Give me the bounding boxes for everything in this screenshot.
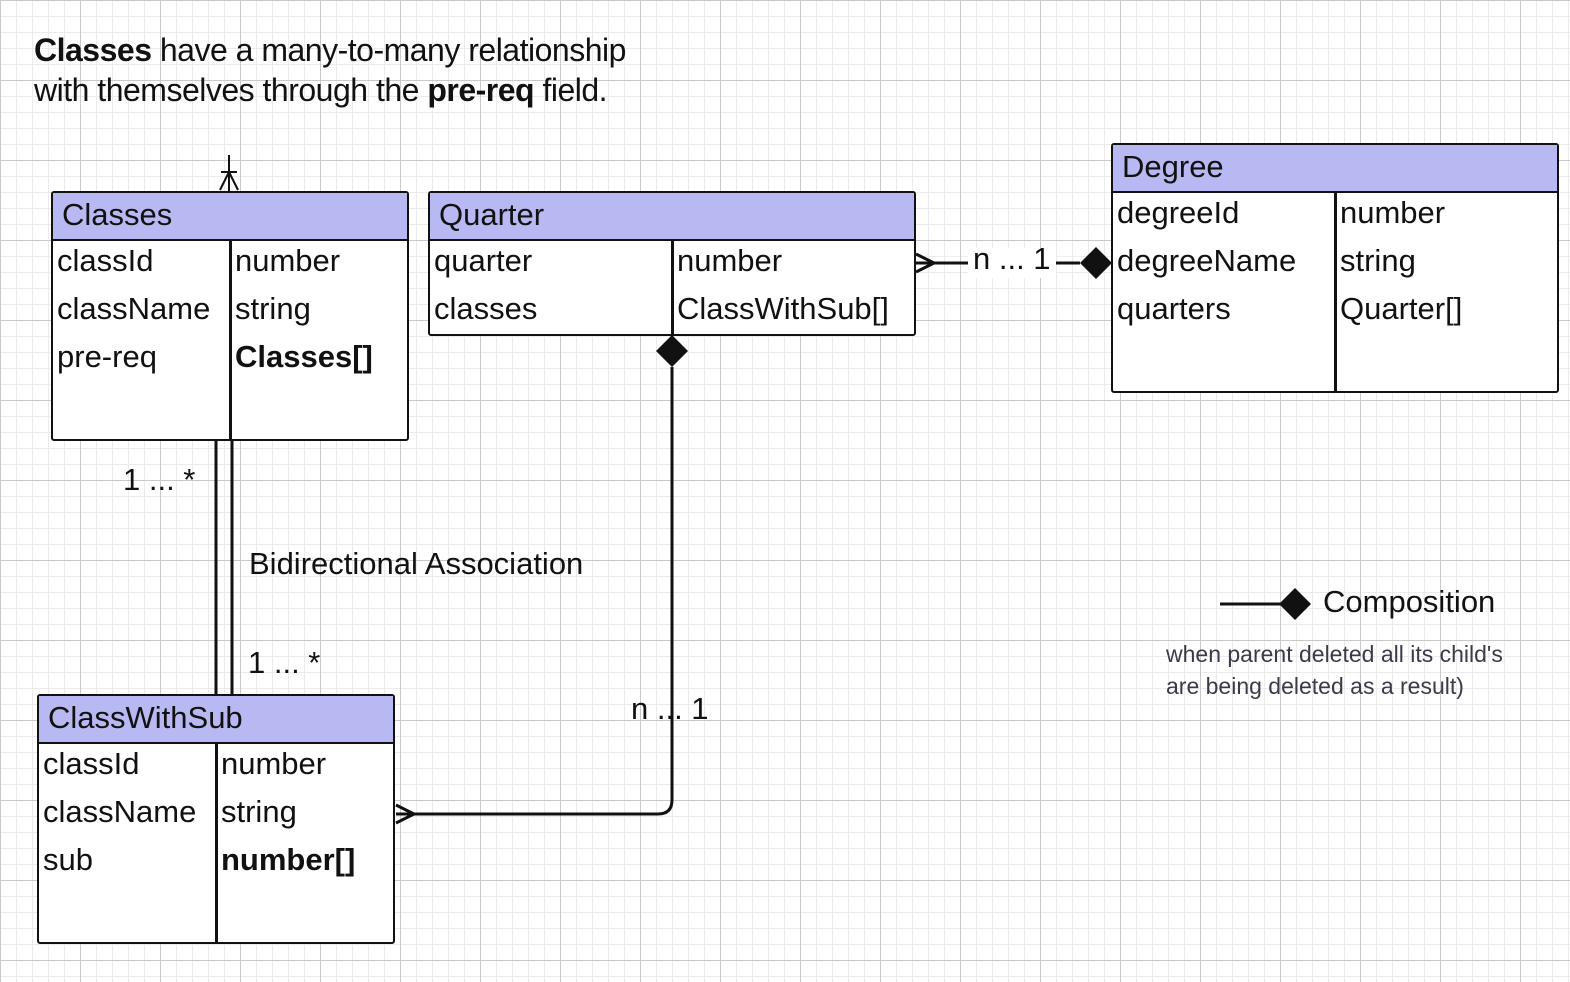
field-name: sub	[43, 842, 93, 877]
entity-title[interactable]: Classes	[53, 193, 407, 241]
field-type: number	[677, 243, 783, 278]
field-type: Classes[]	[235, 339, 373, 374]
multiplicity-classwithsub-top: 1 ... *	[248, 645, 321, 680]
entity-quarter[interactable]: Quarter quarter number classes ClassWith…	[428, 191, 916, 336]
field-row[interactable]: sub number[]	[39, 840, 393, 888]
column-divider	[215, 744, 218, 942]
field-row[interactable]: degreeName string	[1113, 241, 1557, 289]
entity-title[interactable]: Degree	[1113, 145, 1557, 193]
column-divider	[229, 241, 232, 439]
field-name: quarter	[434, 243, 533, 278]
field-type: string	[1340, 243, 1416, 278]
entity-body: degreeId number degreeName string quarte…	[1113, 193, 1557, 391]
field-name: degreeName	[1117, 243, 1297, 278]
entity-body: classId number className string pre-req …	[53, 241, 407, 439]
entity-classwithsub[interactable]: ClassWithSub classId number className st…	[37, 694, 395, 944]
field-type: number[]	[221, 842, 356, 877]
field-row[interactable]: quarters Quarter[]	[1113, 289, 1557, 337]
legend-description-line1: when parent deleted all its child's	[1166, 641, 1503, 667]
intro-text: Classes have a many-to-many relationship…	[34, 30, 626, 110]
field-name: degreeId	[1117, 195, 1240, 230]
multiplicity-quarter-classwithsub: n ... 1	[631, 691, 709, 726]
field-name: classId	[57, 243, 154, 278]
intro-line1-rest: have a many-to-many relationship	[151, 32, 627, 68]
field-row[interactable]: className string	[53, 289, 407, 337]
field-row[interactable]: classId number	[53, 241, 407, 289]
field-type: number	[235, 243, 341, 278]
legend-description-line2: are being deleted as a result)	[1166, 673, 1464, 699]
field-name: classId	[43, 746, 140, 781]
field-name: className	[57, 291, 211, 326]
column-divider	[671, 241, 674, 334]
field-type: number	[1340, 195, 1446, 230]
legend-title: Composition	[1323, 584, 1496, 619]
classes-classwithsub-link[interactable]	[214, 440, 234, 695]
field-name: classes	[434, 291, 538, 326]
entity-classes[interactable]: Classes classId number className string …	[51, 191, 409, 441]
entity-degree[interactable]: Degree degreeId number degreeName string…	[1111, 143, 1559, 393]
intro-line2-end: field.	[534, 72, 608, 108]
field-row[interactable]: pre-req Classes[]	[53, 337, 407, 385]
field-type: string	[235, 291, 311, 326]
field-row[interactable]: classes ClassWithSub[]	[430, 289, 914, 337]
column-divider	[1334, 193, 1337, 391]
quarter-classwithsub-link[interactable]	[395, 335, 688, 825]
quarter-degree-link[interactable]	[915, 247, 1112, 279]
field-type: string	[221, 794, 297, 829]
field-row[interactable]: quarter number	[430, 241, 914, 289]
legend-composition-symbol	[1220, 588, 1311, 620]
field-row[interactable]: classId number	[39, 744, 393, 792]
field-name: quarters	[1117, 291, 1231, 326]
field-type: Quarter[]	[1340, 291, 1463, 326]
intro-prereq: pre-req	[427, 72, 535, 108]
field-row[interactable]: className string	[39, 792, 393, 840]
classes-self-ref-marker[interactable]	[219, 155, 239, 192]
multiplicity-quarter-degree: n ... 1	[973, 241, 1051, 276]
entity-title[interactable]: ClassWithSub	[39, 696, 393, 744]
intro-line2-start: with themselves through the	[34, 72, 428, 108]
entity-body: quarter number classes ClassWithSub[]	[430, 241, 914, 334]
field-name: className	[43, 794, 197, 829]
field-type: ClassWithSub[]	[677, 291, 889, 326]
field-row[interactable]: degreeId number	[1113, 193, 1557, 241]
bidirectional-association-label: Bidirectional Association	[249, 546, 584, 581]
entity-title[interactable]: Quarter	[430, 193, 914, 241]
entity-body: classId number className string sub numb…	[39, 744, 393, 942]
field-name: pre-req	[57, 339, 157, 374]
intro-classes: Classes	[34, 32, 152, 68]
multiplicity-classes-top: 1 ... *	[123, 462, 196, 497]
field-type: number	[221, 746, 327, 781]
